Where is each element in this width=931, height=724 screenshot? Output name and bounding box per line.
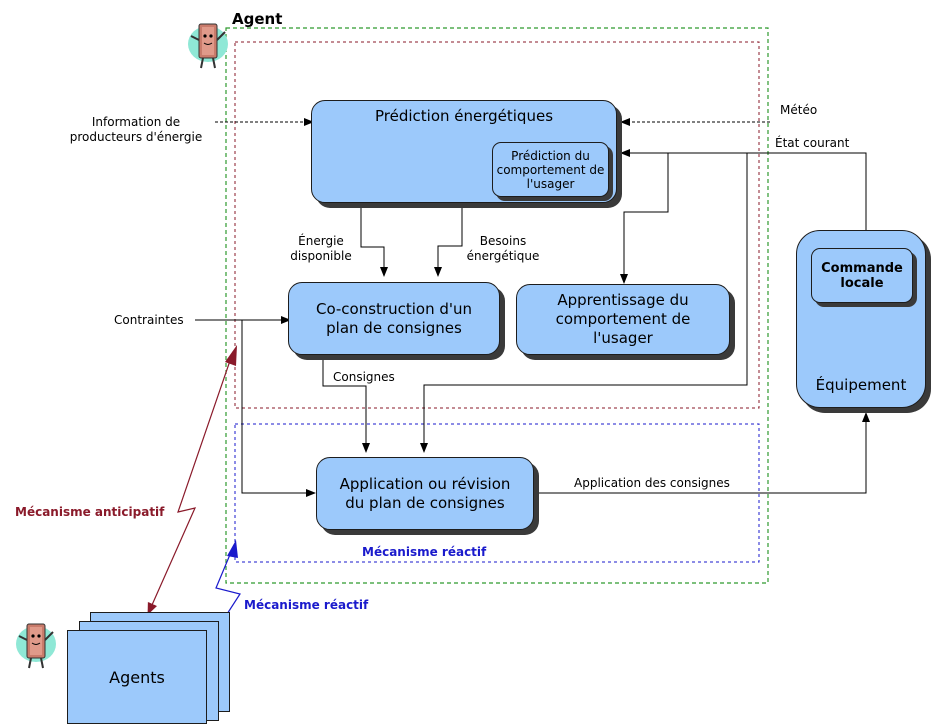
label-mecanisme-reactif-outer: Mécanisme réactif [244,598,369,612]
application-label: Application ou révision du plan de consi… [339,474,511,512]
commande-locale-label: Commande locale [821,260,903,291]
anticipatif-link [147,351,234,615]
apprentissage-label: Apprentissage du comportement de l'usage… [555,291,691,347]
label-info-producteurs: Information de producteurs d'énergie [69,115,203,144]
agents-label: Agents [109,667,165,687]
arrow-contraintes-to-application [241,320,316,497]
agent-mascot-icon [188,23,228,69]
arrow-besoins [434,207,463,277]
prediction-label: Prédiction énergétiques [374,107,554,125]
label-mecanisme-anticipatif: Mécanisme anticipatif [15,505,165,519]
reactif-link [215,544,241,629]
label-consignes: Consignes [333,370,395,384]
label-meteo: Météo [780,103,818,117]
label-mecanisme-reactif-inner: Mécanisme réactif [362,545,487,559]
reactif-frame [234,423,760,563]
arrow-energie-disponible [360,207,388,277]
arrow-application-consignes [537,412,870,494]
agent-frame [225,27,769,584]
anticipatif-link-start [172,345,238,512]
commande-locale-box: Commande locale [811,248,913,303]
agent-title: Agent [232,10,283,28]
label-contraintes: Contraintes [114,313,184,327]
prediction-user-label: Prédiction du comportement de l'usager [496,148,605,191]
anticipatif-frame [234,41,760,409]
label-besoins: Besoins énergétique [466,234,540,263]
agents-mascot-icon [16,623,56,669]
application-box: Application ou révision du plan de consi… [316,457,534,530]
arrow-etat-courant [620,149,867,232]
label-etat-courant: État courant [775,136,850,150]
coconstruction-box: Co-construction d'un plan de consignes [288,282,500,355]
apprentissage-box: Apprentissage du comportement de l'usage… [516,284,730,355]
arrow-to-apprentissage [620,153,669,284]
agents-card-front: Agents [67,630,207,724]
label-application-consignes: Application des consignes [574,476,730,490]
arrow-etat-to-application [420,153,748,453]
prediction-user-box: Prédiction du comportement de l'usager [492,142,609,197]
arrow-consignes [322,355,370,453]
coconstruction-label: Co-construction d'un plan de consignes [315,299,473,337]
label-energie-disponible: Énergie disponible [290,234,352,263]
equipement-label: Équipement [815,376,907,394]
